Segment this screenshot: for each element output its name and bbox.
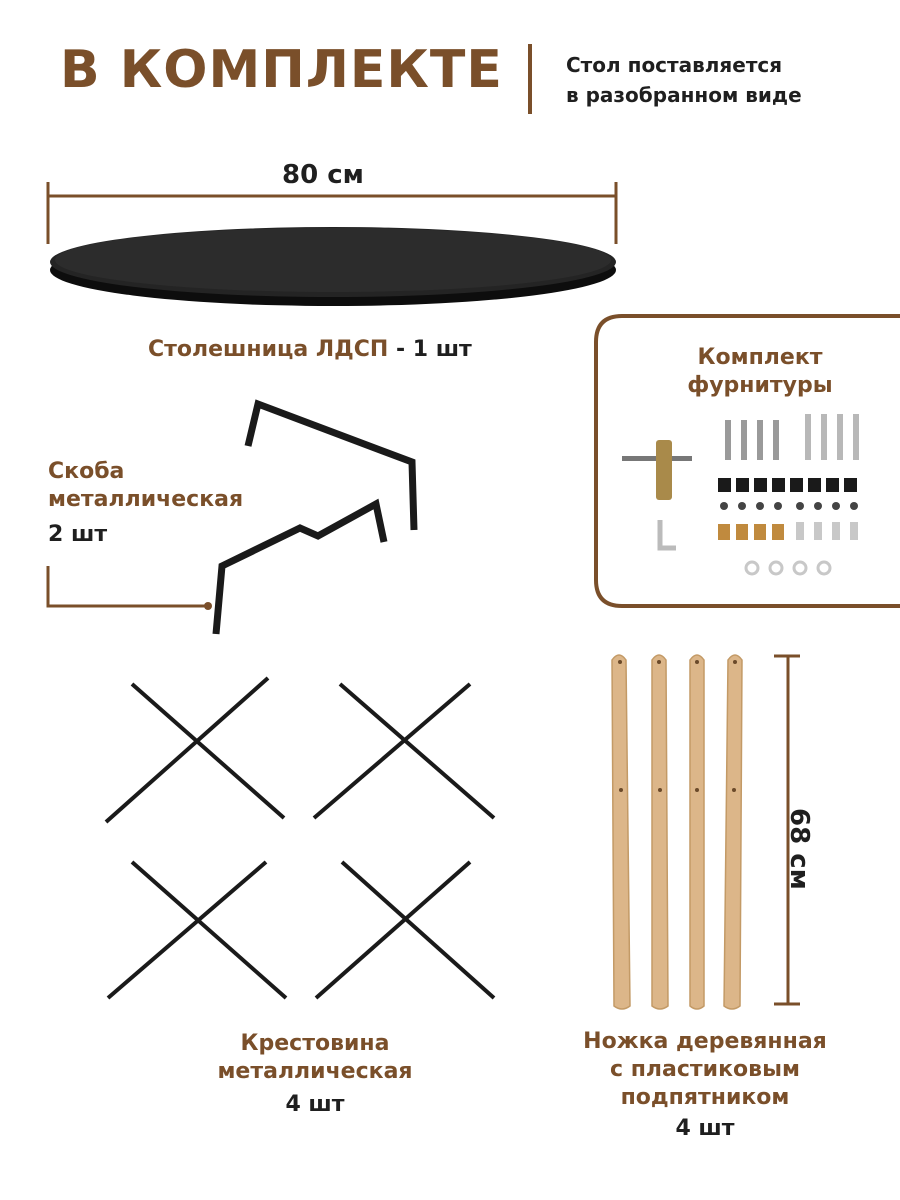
cross-line-2: металлическая [217, 1059, 413, 1084]
tabletop-dimension-line [46, 182, 618, 244]
page-title: В КОМПЛЕКТЕ [60, 40, 503, 100]
leg-image [611, 654, 743, 1010]
leg-height-label: 68 см [784, 808, 814, 890]
bracket-line-1: Скоба [48, 459, 125, 484]
bracket-caption: Скоба металлическая [48, 458, 243, 514]
cross-image-1 [104, 676, 286, 824]
bracket-line-2: металлическая [48, 487, 244, 512]
subtitle-line-1: Стол поставляется [566, 53, 783, 77]
leg-line-3: подпятником [620, 1085, 790, 1110]
leg-dimension-line [774, 654, 800, 1006]
subtitle-line-2: в разобранном виде [566, 83, 802, 107]
cross-image-3 [106, 860, 288, 1000]
tabletop-caption: Столешница ЛДСП - 1 шт [148, 336, 472, 364]
cross-image-2 [312, 682, 496, 820]
bracket-leader-line [46, 566, 208, 608]
bracket-image [212, 399, 418, 635]
cross-line-1: Крестовина [240, 1031, 390, 1056]
header-divider [528, 44, 532, 114]
tabletop-image [50, 227, 616, 306]
hardware-line-2: фурнитуры [687, 373, 833, 398]
leg-caption: Ножка деревянная с пластиковым подпятник… [560, 1028, 850, 1112]
tabletop-name: Столешница ЛДСП [148, 337, 389, 362]
hardware-image [622, 414, 859, 576]
cross-qty: 4 шт [285, 1092, 345, 1117]
hardware-frame [594, 314, 900, 608]
header-subtitle: Стол поставляется в разобранном виде [566, 50, 802, 110]
leg-line-2: с пластиковым [610, 1057, 800, 1082]
leg-qty: 4 шт [675, 1116, 735, 1141]
leg-line-1: Ножка деревянная [583, 1029, 827, 1054]
tabletop-qty: - 1 шт [395, 337, 472, 362]
bracket-qty: 2 шт [48, 522, 108, 547]
hardware-caption: Комплект фурнитуры [640, 344, 880, 400]
cross-image-4 [314, 860, 496, 1000]
tabletop-width-label: 80 см [282, 160, 364, 190]
cross-caption: Крестовина металлическая [160, 1030, 470, 1086]
hardware-line-1: Комплект [697, 345, 823, 370]
